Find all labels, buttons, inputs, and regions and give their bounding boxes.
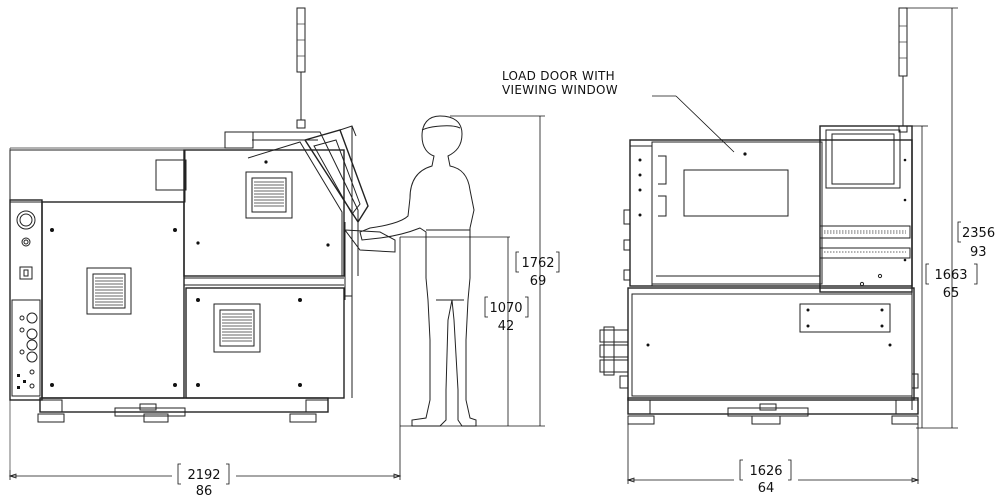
callout-line-1: LOAD DOOR WITH <box>502 69 615 83</box>
grille-front <box>86 267 132 315</box>
signal-tower-front <box>898 7 908 133</box>
dim-2356-mm: 2356 <box>962 226 995 241</box>
dim-42-in: 42 <box>498 319 515 334</box>
side-view-machine <box>9 7 396 470</box>
control-panel <box>11 210 41 397</box>
dim-label-height-overall-side: 1762 69 <box>515 251 560 289</box>
dim-1626-mm: 1626 <box>749 464 782 479</box>
dim-label-height-overall-front: 2356 93 <box>957 221 995 260</box>
callout-label: LOAD DOOR WITH VIEWING WINDOW <box>502 69 618 97</box>
dim-86-in: 86 <box>196 484 213 495</box>
front-view-machine <box>599 7 919 425</box>
dim-93-in: 93 <box>970 245 987 260</box>
human-silhouette <box>359 115 477 427</box>
dim-1070-mm: 1070 <box>489 301 522 316</box>
dim-64-in: 64 <box>758 481 775 495</box>
dim-1762-mm: 1762 <box>521 256 554 271</box>
front-dimensions <box>626 7 958 484</box>
callout-line-2: VIEWING WINDOW <box>502 83 618 97</box>
side-dimensions <box>8 115 545 480</box>
side-fittings <box>599 326 629 389</box>
signal-tower-side <box>296 7 306 129</box>
dim-label-height-body-front: 1663 65 <box>925 263 978 301</box>
dim-1663-mm: 1663 <box>934 268 967 283</box>
callout-leader <box>652 95 735 153</box>
dim-label-width-side: 2192 86 <box>177 463 230 495</box>
dim-65-in: 65 <box>943 286 960 301</box>
dim-2192-mm: 2192 <box>187 468 220 483</box>
dim-label-width-front: 1626 64 <box>739 459 792 495</box>
dim-69-in: 69 <box>530 274 547 289</box>
dim-label-height-work-side: 1070 42 <box>484 296 529 334</box>
